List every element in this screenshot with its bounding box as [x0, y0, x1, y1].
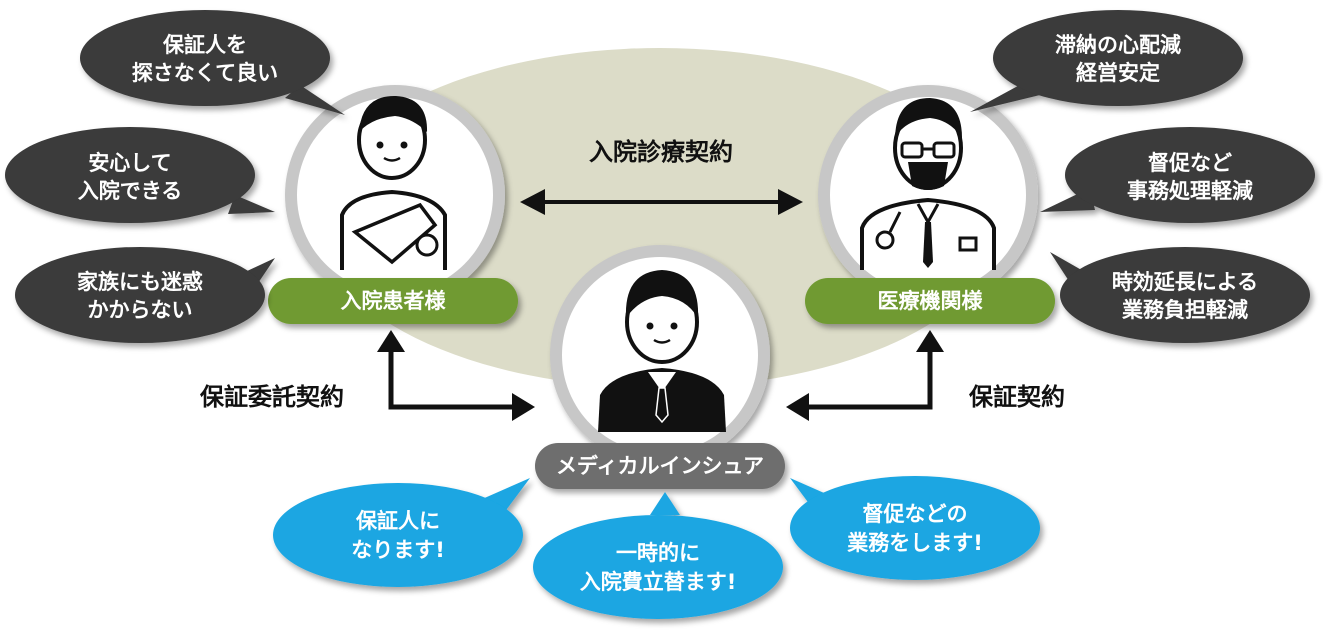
insurer-group: メディカルインシュア — [535, 245, 785, 489]
insurer-label-bg — [535, 443, 785, 489]
hospital-bubble-2 — [1040, 127, 1315, 223]
patient-bubble-2 — [5, 127, 275, 223]
hospital-bubble-3-line1: 時効延長による — [1112, 270, 1258, 294]
patient-bubble-3-line2: かからない — [88, 298, 193, 322]
patient-bubble-3 — [15, 247, 275, 343]
insurer-bubble-1-line2: なります! — [351, 538, 445, 562]
hospital-bubble-1 — [970, 10, 1243, 112]
patient-bubble-1 — [80, 10, 345, 115]
patient-bubble-1-line1: 保証人を — [162, 33, 247, 57]
contract-right-label: 保証契約 — [968, 383, 1065, 411]
insurer-bubble-2 — [533, 492, 783, 619]
patient-person-icon — [340, 95, 447, 270]
insurer-bubble-2-line1: 一時的に — [616, 541, 700, 565]
insurer-label: メディカルインシュア — [556, 454, 764, 478]
hospital-label-bg — [805, 278, 1055, 324]
hospital-bubble-1-line1: 滞納の心配減 — [1055, 33, 1181, 57]
hospital-bubble-2-line2: 事務処理軽減 — [1127, 179, 1253, 203]
contract-top-label: 入院診療契約 — [589, 138, 733, 166]
contract-left-label: 保証委託契約 — [199, 383, 344, 411]
left-contract-arrow-icon — [377, 330, 535, 421]
doctor-person-icon — [860, 98, 996, 270]
hospital-group: 医療機関様 — [805, 85, 1055, 324]
double-arrow-icon — [520, 189, 803, 215]
patient-label-bg — [268, 278, 518, 324]
hospital-bubble-3 — [1050, 247, 1310, 343]
insurer-bubble-3 — [790, 476, 1040, 580]
patient-bubble-1-line2: 探さなくて良い — [132, 61, 278, 85]
insurer-bubble-3-line2: 業務をします! — [847, 531, 983, 555]
patient-group: 入院患者様 — [268, 85, 518, 324]
patient-label: 入院患者様 — [341, 289, 447, 313]
hospital-label: 医療機関様 — [878, 289, 984, 313]
insurer-bubble-1-line1: 保証人に — [355, 509, 440, 533]
insurer-bubble-1 — [273, 478, 530, 587]
hospital-bubble-2-line1: 督促など — [1148, 151, 1232, 175]
insurer-bubble-2-line2: 入院費立替ます! — [580, 570, 737, 594]
insurer-bubble-3-line1: 督促などの — [863, 502, 968, 526]
patient-bubble-2-line2: 入院できる — [78, 179, 183, 203]
hospital-bubble-1-line2: 経営安定 — [1076, 61, 1160, 85]
businessman-person-icon — [598, 270, 726, 432]
right-contract-arrow-icon — [786, 330, 944, 421]
hospital-bubble-3-line2: 業務負担軽減 — [1122, 298, 1248, 322]
patient-bubble-2-line1: 安心して — [88, 151, 171, 175]
patient-bubble-3-line1: 家族にも迷惑 — [77, 270, 203, 294]
